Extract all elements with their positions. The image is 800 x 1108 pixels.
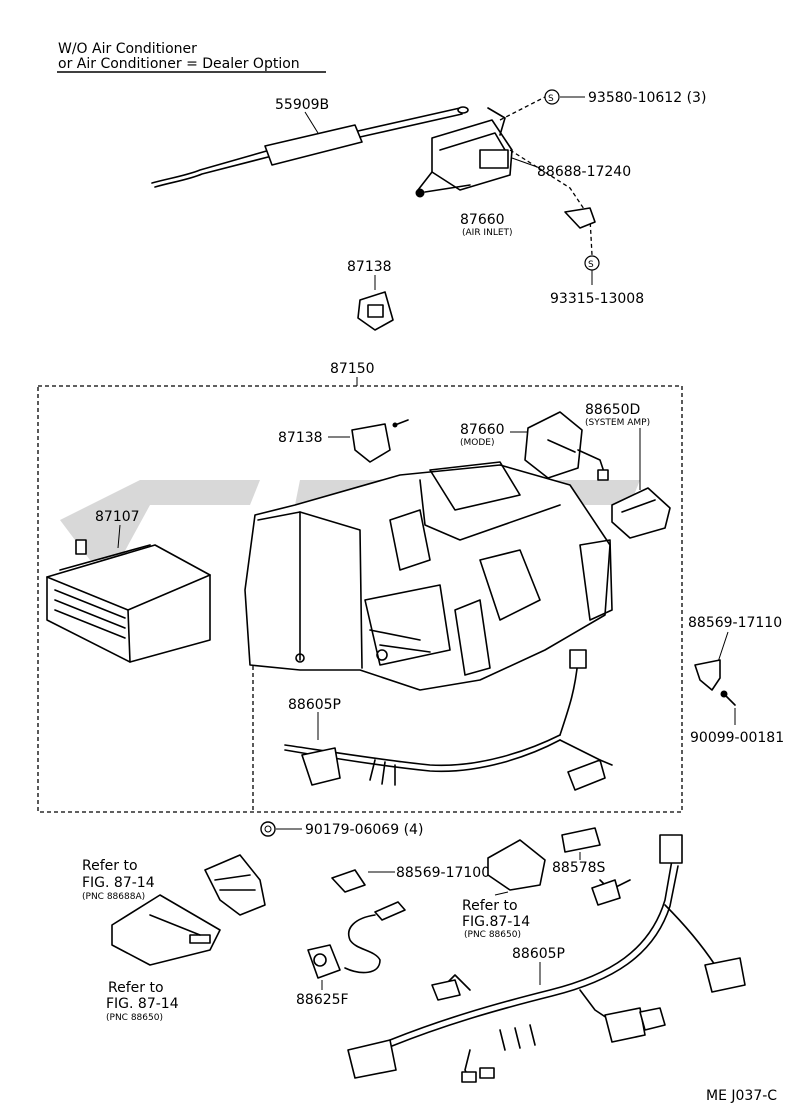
wire-harness-88605p-a bbox=[284, 649, 613, 791]
label-88605p-b: 88605P bbox=[512, 946, 565, 962]
label-87138-box: 87138 bbox=[278, 430, 323, 446]
label-55909b: 55909B bbox=[275, 97, 329, 113]
label-87660-mode-sub: (MODE) bbox=[460, 438, 495, 448]
label-87107: 87107 bbox=[95, 509, 140, 525]
header-line1: W/O Air Conditioner bbox=[58, 41, 197, 57]
label-93580: 93580-10612 (3) bbox=[588, 90, 706, 106]
refer2-line2: FIG.87-14 bbox=[462, 914, 530, 930]
label-88569-17100: 88569-17100 bbox=[396, 865, 490, 881]
system-amp-88650d bbox=[611, 487, 671, 539]
refer2-line1: Refer to bbox=[462, 898, 518, 914]
label-88650d-sub: (SYSTEM AMP) bbox=[585, 418, 650, 428]
label-93315: 93315-13008 bbox=[550, 291, 644, 307]
refer1-line1: Refer to bbox=[82, 858, 138, 874]
relay-block bbox=[487, 839, 546, 896]
symbol-s-1: S bbox=[548, 94, 554, 104]
label-87150: 87150 bbox=[330, 361, 375, 377]
assembly-87150-box bbox=[37, 385, 683, 813]
refer3-line3: (PNC 88650) bbox=[106, 1013, 163, 1023]
refer3-line1: Refer to bbox=[108, 980, 164, 996]
header-line2: or Air Conditioner = Dealer Option bbox=[58, 56, 300, 72]
label-88569-17110: 88569-17110 bbox=[688, 615, 782, 631]
label-90179: 90179-06069 (4) bbox=[305, 822, 423, 838]
refer3-line2: FIG. 87-14 bbox=[106, 996, 179, 1012]
screw-symbol-1 bbox=[544, 89, 560, 105]
label-87660-mode: 87660 bbox=[460, 422, 505, 438]
label-88605p-a: 88605P bbox=[288, 697, 341, 713]
label-88688: 88688-17240 bbox=[537, 164, 631, 180]
clip-part bbox=[564, 207, 596, 229]
heater-unit-body bbox=[244, 461, 613, 691]
label-88650d: 88650D bbox=[585, 402, 640, 418]
control-panel bbox=[111, 894, 221, 966]
resistor-87138-box bbox=[351, 419, 409, 463]
refer2-line3: (PNC 88650) bbox=[464, 930, 521, 940]
servo-87660-mode bbox=[524, 411, 609, 481]
bracket-refer1 bbox=[204, 854, 266, 916]
heater-core-87107 bbox=[46, 539, 211, 663]
servo-87660-air-inlet bbox=[415, 107, 513, 198]
nut-90179 bbox=[260, 821, 276, 837]
label-87138-top: 87138 bbox=[347, 259, 392, 275]
resistor-87138-top bbox=[357, 291, 394, 331]
label-90099: 90099-00181 bbox=[690, 730, 784, 746]
label-88625f: 88625F bbox=[296, 992, 349, 1008]
bracket-88569-17110 bbox=[694, 659, 721, 691]
footer-code: ME J037-C bbox=[706, 1088, 777, 1104]
clip-88569-17100 bbox=[331, 869, 366, 893]
label-87660-air-inlet-sub: (AIR INLET) bbox=[462, 228, 513, 238]
label-88578s: 88578S bbox=[552, 860, 606, 876]
screw-90099 bbox=[724, 694, 736, 706]
part-88578s bbox=[561, 827, 601, 853]
control-cable-55909b bbox=[151, 106, 469, 188]
symbol-s-2: S bbox=[588, 260, 594, 270]
refer1-line2: FIG. 87-14 bbox=[82, 875, 155, 891]
wire-harness-88605p-b bbox=[347, 834, 746, 1083]
label-87660-air-inlet: 87660 bbox=[460, 212, 505, 228]
refer1-line3: (PNC 88688A) bbox=[82, 892, 145, 902]
sensor-88625f bbox=[307, 901, 406, 979]
